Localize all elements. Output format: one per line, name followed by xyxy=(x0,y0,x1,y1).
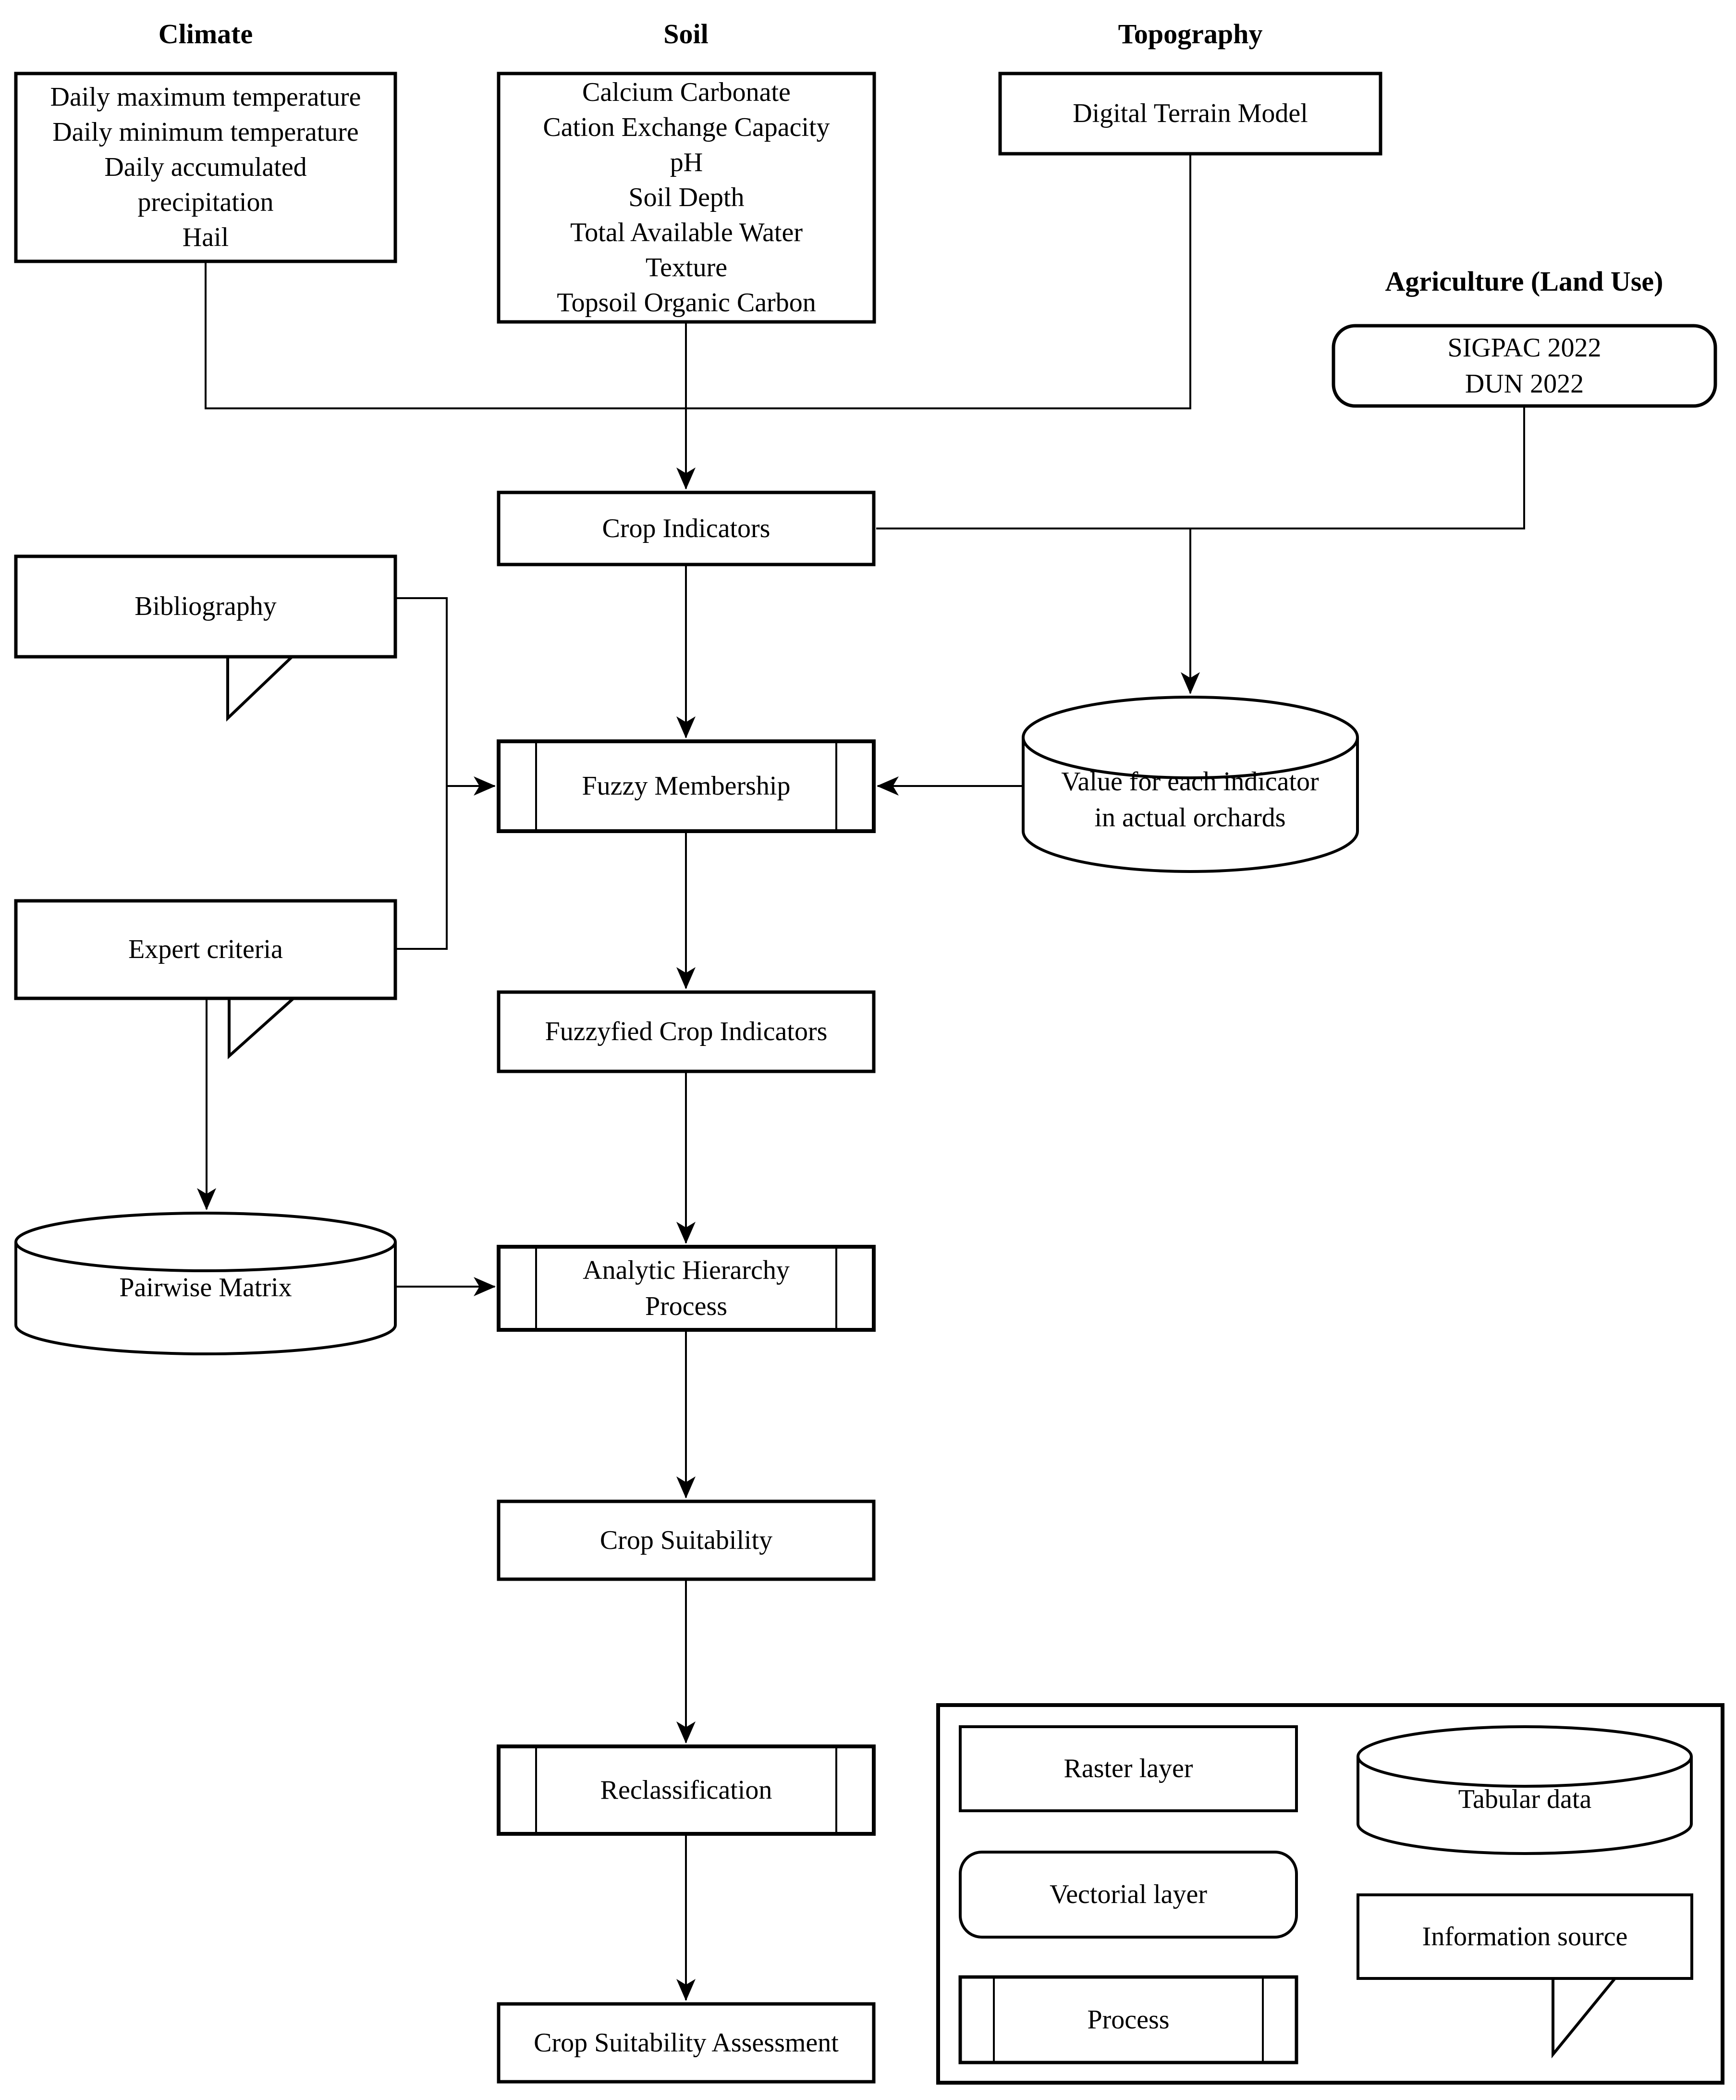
legend-process-label: Process xyxy=(1087,2004,1170,2035)
legend-vectorial-rounded-box xyxy=(959,1851,1298,1939)
sigpac-label: SIGPAC 2022 DUN 2022 xyxy=(1447,332,1602,399)
orchard-values-label: Value for each indicator in actual orcha… xyxy=(1061,767,1319,833)
expert-criteria-callout-tail xyxy=(228,997,295,1059)
pairwise-matrix-cylinder-body xyxy=(14,1242,397,1355)
header-topography: Topography xyxy=(1118,18,1263,49)
expert-criteria-label: Expert criteria xyxy=(128,934,283,964)
legend-vectorial-label: Vectorial layer xyxy=(1049,1879,1208,1909)
line-sigpac-to-crop-indicators xyxy=(876,406,1525,529)
crop-indicators-label: Crop Indicators xyxy=(602,513,770,543)
legend-information-source-label: Information source xyxy=(1422,1921,1628,1952)
crop-suitability-label: Crop Suitability xyxy=(599,1525,773,1555)
line-climate-dtm-bus xyxy=(205,154,1191,409)
fuzzy-membership-label: Fuzzy Membership xyxy=(582,771,791,801)
pairwise-matrix-label: Pairwise Matrix xyxy=(119,1272,292,1302)
connectors xyxy=(197,154,1525,2001)
digital-terrain-model-box xyxy=(998,72,1382,156)
climate-box xyxy=(14,72,397,263)
climate-box-label: Daily maximum temperature Daily minimum … xyxy=(50,82,361,252)
header-agriculture: Agriculture (Land Use) xyxy=(1385,265,1663,297)
orchard-values-cylinder-top xyxy=(1022,696,1359,779)
expert-criteria-callout xyxy=(14,899,397,1000)
soil-box-label: Calcium Carbonate Cation Exchange Capaci… xyxy=(543,77,830,318)
bibliography-callout-tail xyxy=(226,655,293,722)
pairwise-matrix-cylinder-top xyxy=(14,1212,397,1272)
crop-suitability-assessment-label: Crop Suitability Assessment xyxy=(534,2027,839,2058)
header-climate: Climate xyxy=(158,18,253,49)
legend-information-source-tail xyxy=(1552,1977,1616,2059)
fuzzyfied-crop-indicators-label: Fuzzyfied Crop Indicators xyxy=(545,1017,828,1046)
reclassification-label: Reclassification xyxy=(600,1775,772,1805)
legend-information-source-callout xyxy=(1357,1893,1693,1980)
sigpac-rounded-box xyxy=(1332,324,1717,408)
header-soil: Soil xyxy=(663,18,709,49)
crop-indicators-box xyxy=(497,491,876,566)
fuzzyfied-crop-indicators-box xyxy=(497,990,876,1073)
legend-process-box xyxy=(958,1975,1298,2064)
crop-suitability-box xyxy=(497,1499,876,1581)
legend-raster-box xyxy=(959,1725,1298,1812)
fuzzy-membership-process-box xyxy=(497,739,876,833)
legend-tabular-cylinder-top xyxy=(1357,1725,1693,1788)
bibliography-label: Bibliography xyxy=(134,591,277,621)
ahp-label: Analytic Hierarchy Process xyxy=(583,1255,790,1321)
crop-suitability-assessment-box xyxy=(497,2002,876,2084)
ahp-process-box xyxy=(497,1245,876,1332)
digital-terrain-model-label: Digital Terrain Model xyxy=(1073,98,1308,128)
legend-raster-label: Raster layer xyxy=(1064,1754,1193,1783)
reclassification-process-box xyxy=(497,1744,876,1836)
soil-box xyxy=(497,72,876,324)
bibliography-callout xyxy=(14,554,397,659)
legend-tabular-label: Tabular data xyxy=(1458,1784,1592,1814)
line-bibliography-expert-junction xyxy=(395,597,448,950)
